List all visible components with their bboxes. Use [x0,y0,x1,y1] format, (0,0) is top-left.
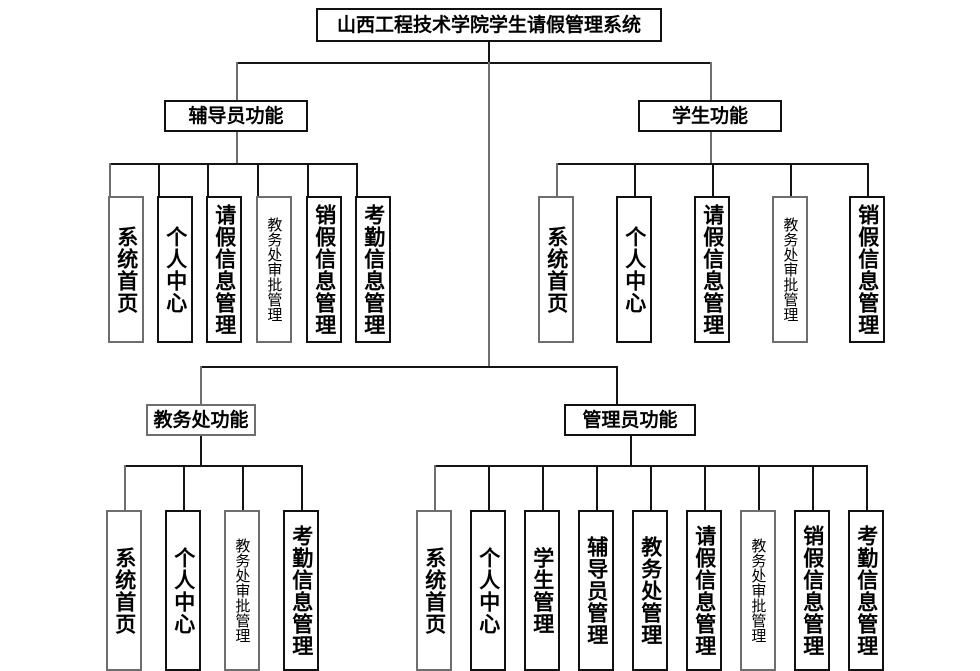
branch-node-student[interactable]: 学生功能 [638,100,782,132]
leaf-student-3[interactable]: 教务处审批管理 [772,196,808,343]
leaf-admin-2[interactable]: 学生管理 [524,510,560,671]
branch-node-academic-affairs[interactable]: 教务处功能 [146,404,256,436]
connector-root-trunk [488,42,490,64]
connector-lower-bus [200,366,618,368]
leaf-counselor-3[interactable]: 教务处审批管理 [256,196,292,343]
connector-counselor-stem [236,132,238,163]
connector-counselor-leaf-4 [307,163,309,196]
leaf-academic-0[interactable]: 系统首页 [106,510,142,671]
connector-student-leaf-0 [556,163,558,196]
connector-center-trunk [488,62,490,366]
connector-admin-leaf-1 [488,465,490,510]
connector-admin-leaf-5 [704,465,706,510]
connector-drop-admin [616,366,618,405]
leaf-admin-4[interactable]: 教务处管理 [632,510,668,671]
connector-student-leaf-4 [867,163,869,196]
leaf-counselor-1[interactable]: 个人中心 [157,196,193,343]
connector-academic-leaf-2 [242,465,244,510]
leaf-admin-8[interactable]: 考勤信息管理 [848,510,884,671]
connector-admin-stem [630,436,632,465]
leaf-student-4[interactable]: 销假信息管理 [849,196,885,343]
leaf-counselor-4[interactable]: 销假信息管理 [306,196,342,343]
connector-drop-counselor [236,62,238,100]
connector-student-stem [710,132,712,163]
connector-counselor-leaf-3 [257,163,259,196]
connector-top-bus [236,62,712,64]
connector-counselor-bus [109,163,357,165]
connector-counselor-leaf-2 [207,163,209,196]
connector-counselor-leaf-5 [356,163,358,196]
connector-admin-leaf-6 [758,465,760,510]
root-node-system-title[interactable]: 山西工程技术学院学生请假管理系统 [316,8,662,42]
leaf-academic-1[interactable]: 个人中心 [165,510,201,671]
connector-drop-academic [200,366,202,405]
leaf-admin-7[interactable]: 销假信息管理 [794,510,830,671]
connector-admin-leaf-4 [650,465,652,510]
leaf-student-0[interactable]: 系统首页 [538,196,574,343]
connector-academic-bus [124,465,302,467]
connector-academic-leaf-0 [124,465,126,510]
connector-counselor-leaf-0 [109,163,111,196]
leaf-admin-3[interactable]: 辅导员管理 [578,510,614,671]
connector-counselor-leaf-1 [158,163,160,196]
connector-admin-leaf-8 [866,465,868,510]
leaf-admin-0[interactable]: 系统首页 [416,510,452,671]
leaf-admin-5[interactable]: 请假信息管理 [686,510,722,671]
leaf-admin-6[interactable]: 教务处审批管理 [740,510,776,671]
leaf-counselor-0[interactable]: 系统首页 [108,196,144,343]
leaf-academic-3[interactable]: 考勤信息管理 [283,510,319,671]
connector-student-leaf-2 [712,163,714,196]
leaf-student-1[interactable]: 个人中心 [616,196,652,343]
connector-admin-leaf-3 [596,465,598,510]
leaf-student-2[interactable]: 请假信息管理 [694,196,730,343]
leaf-counselor-2[interactable]: 请假信息管理 [206,196,242,343]
leaf-counselor-5[interactable]: 考勤信息管理 [355,196,391,343]
connector-admin-leaf-2 [542,465,544,510]
connector-student-leaf-3 [790,163,792,196]
leaf-admin-1[interactable]: 个人中心 [470,510,506,671]
branch-node-counselor[interactable]: 辅导员功能 [164,100,308,132]
connector-academic-leaf-3 [301,465,303,510]
connector-student-leaf-1 [634,163,636,196]
connector-admin-leaf-0 [434,465,436,510]
branch-node-admin[interactable]: 管理员功能 [564,404,696,436]
connector-academic-stem [200,436,202,465]
connector-drop-student [710,62,712,100]
connector-academic-leaf-1 [183,465,185,510]
connector-admin-leaf-7 [812,465,814,510]
leaf-academic-2[interactable]: 教务处审批管理 [224,510,260,671]
